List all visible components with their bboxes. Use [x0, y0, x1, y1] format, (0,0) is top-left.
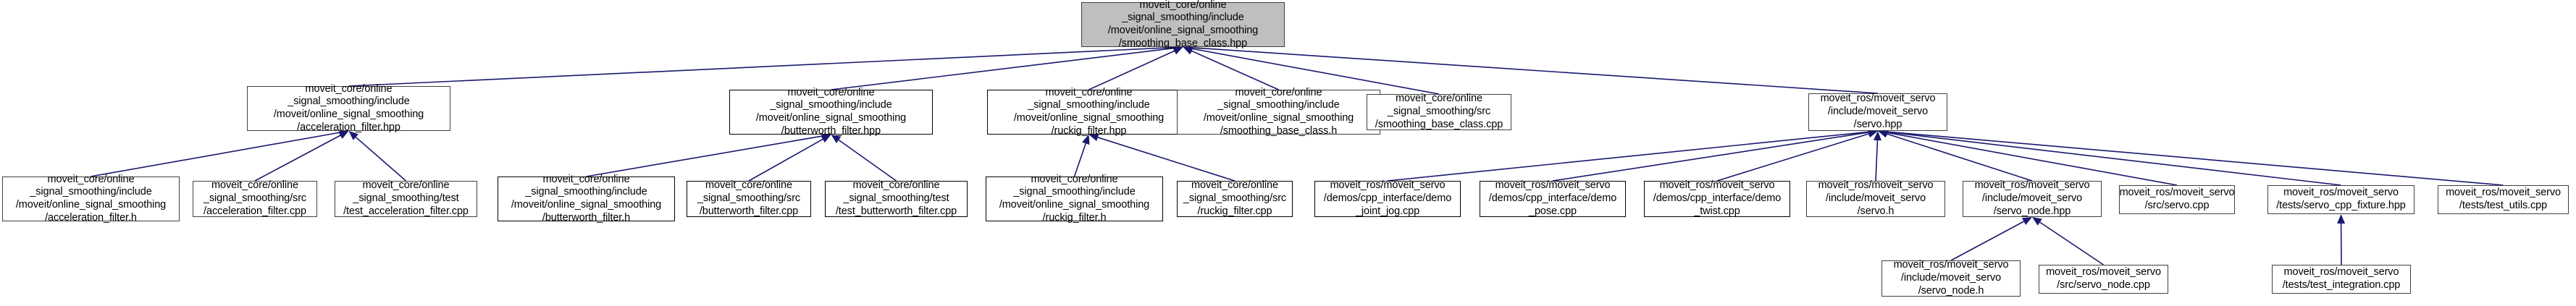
graph-node-label: moveit_core/online _signal_smoothing/tes…: [343, 179, 469, 217]
graph-edge: [2039, 221, 2104, 265]
graph-edge-arrowhead: [2337, 214, 2346, 224]
graph-edge: [1088, 50, 1175, 90]
graph-edge: [1875, 140, 1879, 182]
graph-node-butter_test[interactable]: moveit_core/online _signal_smoothing/tes…: [825, 179, 968, 217]
graph-edge-arrowhead: [1873, 131, 1881, 141]
graph-node-servo_node_cpp[interactable]: moveit_ros/moveit_servo /src/servo_node.…: [2039, 265, 2168, 294]
graph-edge: [838, 139, 897, 182]
graph-node-label: moveit_ros/moveit_servo /tests/test_inte…: [2282, 266, 2401, 291]
graph-node-label: moveit_core/online _signal_smoothing/inc…: [1203, 86, 1354, 137]
graph-edge: [1387, 131, 1869, 182]
graph-edge-arrowhead: [2021, 217, 2032, 225]
graph-node-accel_cpp[interactable]: moveit_core/online _signal_smoothing/src…: [193, 179, 317, 217]
graph-node-demo_joint_jog[interactable]: moveit_ros/moveit_servo /demos/cpp_inter…: [1314, 179, 1461, 217]
graph-node-test_utils[interactable]: moveit_ros/moveit_servo /tests/test_util…: [2438, 185, 2569, 214]
graph-node-label: moveit_ros/moveit_servo /tests/servo_cpp…: [2276, 187, 2406, 211]
graph-node-label: moveit_ros/moveit_servo /include/moveit_…: [1974, 179, 2090, 217]
graph-node-label: moveit_ros/moveit_servo /include/moveit_…: [1820, 93, 1936, 130]
graph-node-servo_hpp[interactable]: moveit_ros/moveit_servo /include/moveit_…: [1808, 93, 1947, 131]
graph-node-label: moveit_core/online _signal_smoothing/inc…: [273, 82, 424, 133]
graph-node-label: moveit_ros/moveit_servo /demos/cpp_inter…: [1653, 179, 1782, 217]
graph-node-accel_h[interactable]: moveit_core/online _signal_smoothing/inc…: [2, 174, 180, 224]
graph-node-servo_node_h[interactable]: moveit_ros/moveit_servo /include/moveit_…: [1881, 259, 2021, 297]
graph-edge: [1950, 221, 2024, 261]
graph-edge: [1073, 143, 1087, 177]
graph-edge: [1887, 132, 2178, 186]
graph-node-label: moveit_core/online _signal_smoothing/inc…: [511, 173, 662, 224]
graph-edge: [748, 138, 823, 182]
graph-node-label: moveit_ros/moveit_servo /src/servo_node.…: [2046, 266, 2161, 291]
graph-node-label: moveit_core/online _signal_smoothing/inc…: [1013, 86, 1165, 137]
graph-node-servo_cpp_fixture[interactable]: moveit_ros/moveit_servo /tests/servo_cpp…: [2267, 185, 2415, 214]
graph-node-label: moveit_core/online _signal_smoothing/inc…: [755, 86, 907, 137]
graph-node-butter_cpp[interactable]: moveit_core/online _signal_smoothing/src…: [687, 179, 811, 217]
graph-edge: [91, 132, 340, 177]
graph-edge: [1887, 131, 2504, 186]
graph-node-accel_test[interactable]: moveit_core/online _signal_smoothing/tes…: [335, 179, 477, 217]
graph-edge: [355, 136, 407, 182]
graph-node-label: moveit_core/online _signal_smoothing/tes…: [835, 179, 957, 217]
graph-node-ruckig_cpp[interactable]: moveit_core/online _signal_smoothing/src…: [1177, 179, 1293, 217]
graph-edge: [1191, 50, 1279, 90]
graph-edge-arrowhead: [2032, 217, 2042, 226]
graph-node-test_integration[interactable]: moveit_ros/moveit_servo /tests/test_inte…: [2272, 265, 2411, 294]
graph-node-label: moveit_ros/moveit_servo /include/moveit_…: [1818, 179, 1934, 217]
graph-node-label: moveit_ros/moveit_servo /src/servo.cpp: [2119, 187, 2235, 211]
graph-node-label: moveit_ros/moveit_servo /include/moveit_…: [1893, 259, 2009, 297]
graph-edge: [1716, 133, 1869, 182]
graph-edge: [1552, 132, 1869, 182]
graph-edge: [348, 46, 1174, 87]
graph-edge: [1887, 131, 2341, 186]
graph-edge: [254, 135, 341, 182]
graph-node-base_h[interactable]: moveit_core/online _signal_smoothing/inc…: [1177, 86, 1380, 137]
graph-edge: [831, 47, 1174, 90]
graph-node-ruckig_h[interactable]: moveit_core/online _signal_smoothing/inc…: [986, 174, 1163, 224]
graph-node-label: moveit_core/online _signal_smoothing/inc…: [15, 173, 167, 224]
graph-node-label: moveit_core/online _signal_smoothing/src…: [1375, 93, 1503, 130]
graph-node-label: moveit_ros/moveit_servo /demos/cpp_inter…: [1323, 179, 1452, 217]
graph-node-servo_cpp[interactable]: moveit_ros/moveit_servo /src/servo.cpp: [2119, 185, 2235, 214]
graph-node-label: moveit_core/online _signal_smoothing/src…: [1183, 179, 1287, 217]
graph-node-label: moveit_ros/moveit_servo /tests/test_util…: [2446, 187, 2561, 211]
graph-node-servo_node_hpp[interactable]: moveit_ros/moveit_servo /include/moveit_…: [1963, 179, 2102, 217]
graph-node-label: moveit_core/online _signal_smoothing/inc…: [999, 173, 1150, 224]
graph-node-accel_hpp[interactable]: moveit_core/online _signal_smoothing/inc…: [247, 83, 450, 133]
graph-node-butter_h[interactable]: moveit_core/online _signal_smoothing/inc…: [498, 174, 675, 224]
graph-node-label: moveit_core/online _signal_smoothing/src…: [203, 179, 307, 217]
graph-node-label: moveit_ros/moveit_servo /demos/cpp_inter…: [1488, 179, 1617, 217]
graph-node-root[interactable]: moveit_core/online _signal_smoothing/inc…: [1081, 0, 1285, 49]
graph-node-base_cpp[interactable]: moveit_core/online _signal_smoothing/src…: [1367, 93, 1511, 130]
graph-edge: [1887, 133, 2033, 182]
graph-node-demo_twist[interactable]: moveit_ros/moveit_servo /demos/cpp_inter…: [1644, 179, 1790, 217]
graph-node-demo_pose[interactable]: moveit_ros/moveit_servo /demos/cpp_inter…: [1480, 179, 1626, 217]
graph-node-ruckig_hpp[interactable]: moveit_core/online _signal_smoothing/inc…: [987, 86, 1191, 137]
graph-node-butter_hpp[interactable]: moveit_core/online _signal_smoothing/inc…: [729, 86, 933, 137]
graph-edge: [586, 135, 822, 177]
graph-node-servo_h[interactable]: moveit_ros/moveit_servo /include/moveit_…: [1806, 179, 1945, 217]
graph-node-label: moveit_core/online _signal_smoothing/inc…: [1107, 0, 1259, 49]
graph-node-label: moveit_core/online _signal_smoothing/src…: [697, 179, 801, 217]
